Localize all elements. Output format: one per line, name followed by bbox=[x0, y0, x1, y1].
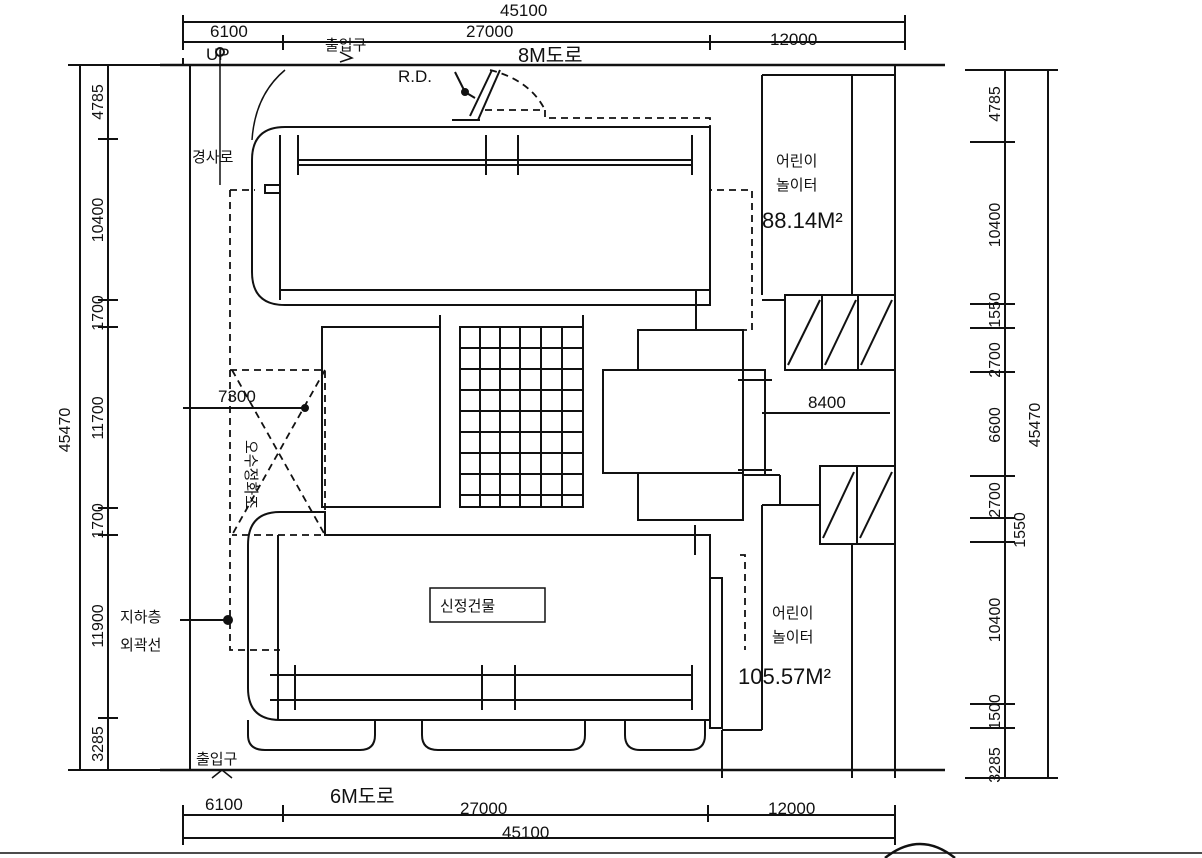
slope-label: 경사로 bbox=[192, 148, 234, 166]
playground-top-line-1: 어린이 bbox=[776, 152, 817, 170]
right-seg-9: 1500 bbox=[987, 694, 1004, 730]
top-right-dim: 12000 bbox=[770, 30, 817, 49]
right-seg-10: 3285 bbox=[987, 747, 1004, 783]
playground-bottom-line-1: 어린이 bbox=[772, 604, 813, 622]
entrance-bottom-label: 출입구 bbox=[196, 750, 237, 768]
right-seg-6: 2700 bbox=[987, 482, 1004, 518]
right-seg-3: 1550 bbox=[987, 292, 1004, 328]
basement-label-line-2: 외곽선 bbox=[120, 636, 161, 654]
inner-right-width-dim: 8400 bbox=[808, 393, 846, 412]
right-dimension-lines bbox=[965, 69, 1058, 779]
bottom-left-dim: 6100 bbox=[205, 795, 243, 814]
right-seg-2: 10400 bbox=[987, 203, 1004, 248]
bottom-building bbox=[247, 511, 723, 751]
bottom-total-dim: 45100 bbox=[502, 823, 549, 842]
up-label: UP bbox=[206, 45, 230, 64]
left-seg-5: 1700 bbox=[90, 503, 107, 539]
bottom-road-label: 6M도로 bbox=[330, 786, 395, 808]
bottom-dimension-lines bbox=[0, 805, 1202, 854]
top-dimension-lines bbox=[182, 15, 906, 65]
top-road-label: 8M도로 bbox=[518, 45, 583, 67]
right-seg-5: 6600 bbox=[987, 407, 1004, 443]
left-seg-1: 4785 bbox=[90, 84, 107, 120]
septic-label: 오수정화조 bbox=[242, 440, 260, 509]
north-arrow-icon bbox=[884, 842, 956, 858]
site-boundary bbox=[160, 63, 945, 778]
right-seg-1: 4785 bbox=[987, 86, 1004, 122]
playground-top-area: 88.14M² bbox=[762, 208, 843, 233]
parking-stalls bbox=[762, 294, 896, 545]
left-seg-3: 1700 bbox=[90, 295, 107, 331]
inner-left-width-dim: 7300 bbox=[218, 387, 256, 406]
bottom-middle-dim: 27000 bbox=[460, 799, 507, 818]
right-seg-4: 2700 bbox=[987, 342, 1004, 378]
playground-top-line-2: 놀이터 bbox=[776, 176, 817, 194]
top-left-dim: 6100 bbox=[210, 22, 248, 41]
right-seg-8: 10400 bbox=[987, 598, 1004, 643]
right-total-dim: 45470 bbox=[1027, 403, 1044, 448]
basement-outline bbox=[229, 69, 753, 651]
playground-bottom-area: 105.57M² bbox=[738, 664, 831, 689]
entrance-top-label: 출입구 bbox=[325, 36, 366, 54]
top-total-dim: 45100 bbox=[500, 1, 547, 20]
left-total-dim: 45470 bbox=[57, 408, 74, 453]
ramp-and-details bbox=[180, 47, 501, 779]
playground-bottom-line-2: 놀이터 bbox=[772, 628, 813, 646]
central-structures bbox=[321, 315, 890, 521]
new-building-label: 신정건물 bbox=[440, 597, 495, 615]
rd-label: R.D. bbox=[398, 67, 432, 86]
top-middle-dim: 27000 bbox=[466, 22, 513, 41]
new-building-label-box bbox=[429, 587, 546, 623]
basement-label-line-1: 지하층 bbox=[120, 608, 161, 626]
left-seg-2: 10400 bbox=[90, 198, 107, 243]
right-seg-7: 1550 bbox=[1012, 512, 1029, 548]
bottom-right-dim: 12000 bbox=[768, 799, 815, 818]
left-dimension-lines bbox=[68, 64, 190, 771]
top-building bbox=[251, 126, 711, 330]
left-seg-4: 11700 bbox=[90, 396, 107, 439]
left-seg-6: 11900 bbox=[90, 604, 107, 647]
left-seg-7: 3285 bbox=[90, 726, 107, 762]
